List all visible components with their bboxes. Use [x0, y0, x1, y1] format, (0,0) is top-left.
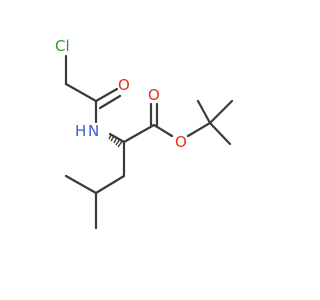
- bond-tbu-me2: [208, 99, 234, 125]
- bond-o-tbu: [186, 121, 212, 138]
- atom-n: N: [88, 122, 99, 140]
- atom-ester-o: O: [175, 133, 187, 151]
- atom-nh-h: H: [75, 122, 86, 140]
- bond-amide-c-o: [94, 87, 119, 103]
- bond-tbu-me3: [208, 121, 232, 146]
- atom-labels: Cl O H N O O: [55, 37, 187, 151]
- atom-cl: Cl: [55, 37, 70, 55]
- atom-amide-o: O: [118, 76, 130, 94]
- bond-tbu-me1: [196, 99, 212, 125]
- bonds: [64, 54, 234, 230]
- stereo-hash-wedge: [108, 134, 124, 148]
- atom-carbonyl-o: O: [148, 86, 160, 104]
- bond-amide-c-o-double: [98, 94, 122, 110]
- bond-ch2-ch: [94, 174, 126, 195]
- bond-ch2-amide-c: [64, 82, 98, 103]
- molecule-diagram: Cl O H N O O: [55, 37, 234, 230]
- bond-ester-c-o-single: [152, 123, 174, 138]
- bond-alpha-ester-c: [122, 123, 156, 144]
- bond-ch-me1: [64, 174, 98, 195]
